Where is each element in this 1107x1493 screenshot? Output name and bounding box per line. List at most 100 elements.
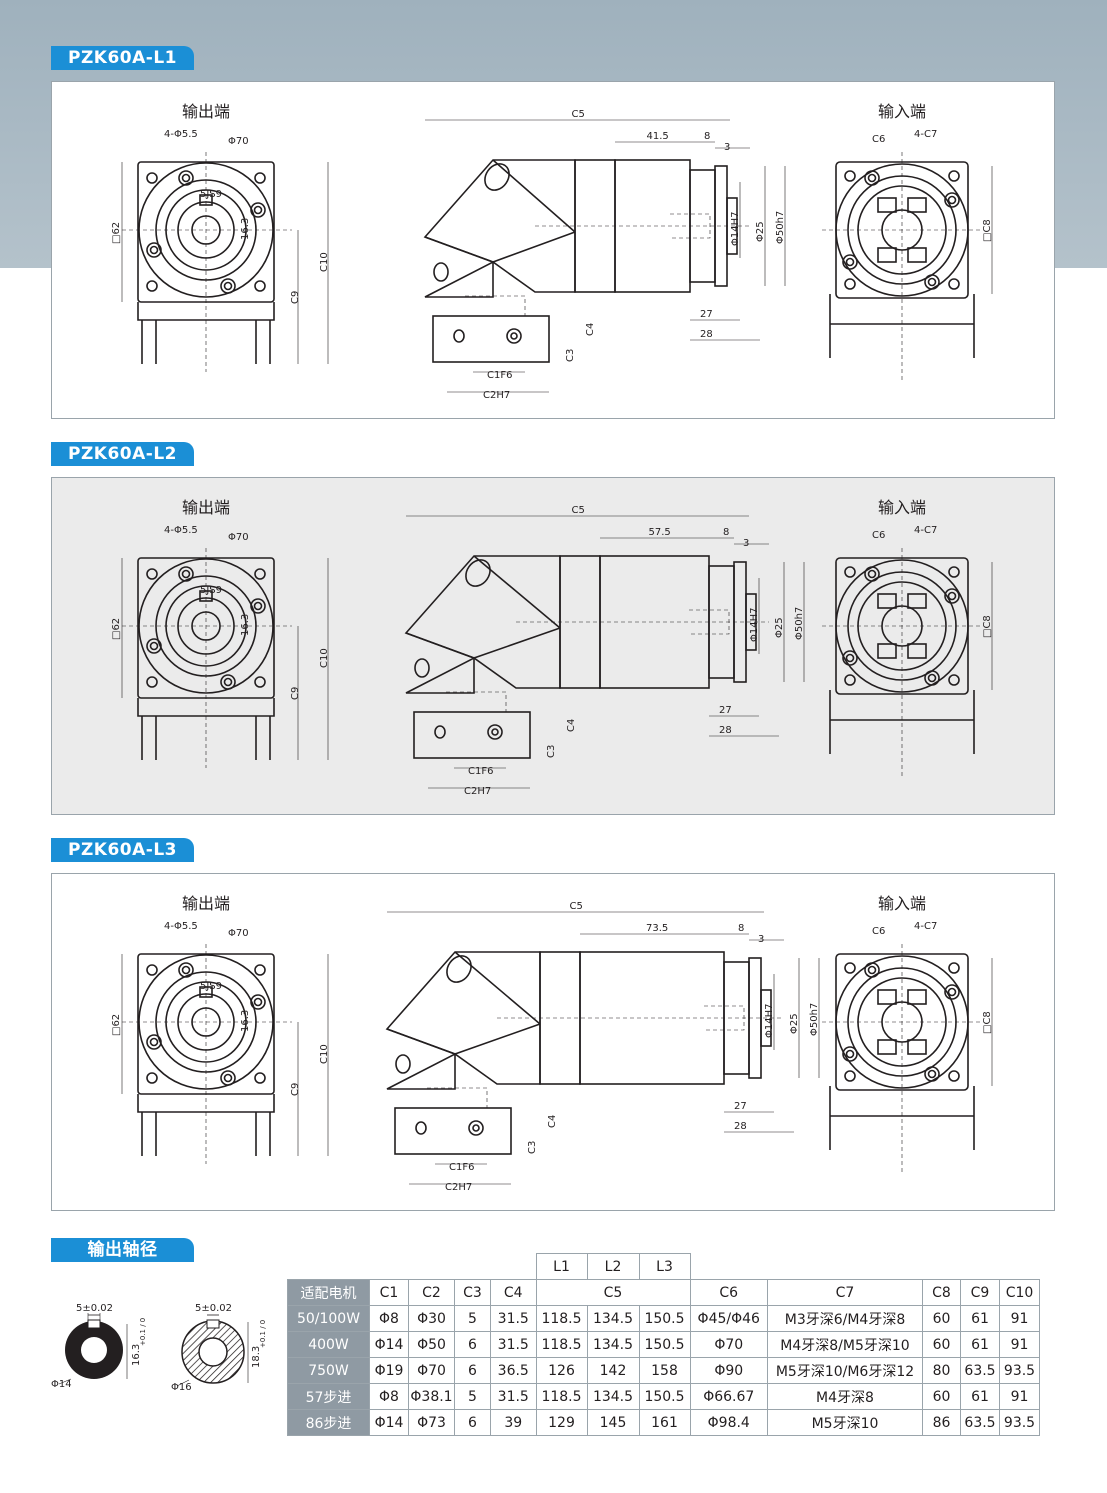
- dim-phi25: Φ25: [755, 221, 766, 242]
- table-cell: Φ14: [369, 1409, 409, 1436]
- dim-phi14: Φ14H7: [730, 212, 741, 246]
- dim-d28: 28: [719, 725, 732, 736]
- table-cell: 129: [535, 1409, 588, 1436]
- dim-phi14: Φ14H7: [764, 1004, 775, 1038]
- shaft-diagrams: 5±0.02 Φ14 16.3 +0.1 / 0 5±0.02 Φ16 18.3…: [51, 1303, 267, 1393]
- dim-holes: 4-Φ5.5: [164, 921, 198, 932]
- dim-c10: C10: [319, 1044, 330, 1064]
- spec-table-header-row: 适配电机 C1 C2 C3 C4 C5 C6 C7 C8 C9 C10: [287, 1279, 1040, 1306]
- header-motor: 适配电机: [287, 1279, 370, 1306]
- dim-d3: 3: [724, 142, 730, 153]
- header-c7: C7: [767, 1279, 923, 1306]
- table-cell: 86: [922, 1409, 961, 1436]
- header-c5: C5: [535, 1279, 691, 1306]
- table-cell: M4牙深8/M5牙深10: [767, 1331, 923, 1358]
- table-cell: 39: [490, 1409, 537, 1436]
- table-cell: 93.5: [999, 1357, 1040, 1384]
- table-cell: Φ38.1: [408, 1383, 455, 1410]
- table-cell: 145: [586, 1409, 640, 1436]
- dim-k163: 16.3: [240, 614, 251, 636]
- dim-c2: C2H7: [483, 390, 510, 401]
- table-cell: 63.5: [960, 1357, 1000, 1384]
- row-motor-label: 50/100W: [287, 1305, 370, 1332]
- header-c6: C6: [689, 1279, 768, 1306]
- dim-c8: □C8: [982, 1011, 993, 1034]
- table-cell: 118.5: [535, 1331, 588, 1358]
- table-cell: 118.5: [535, 1383, 588, 1410]
- output-end-title: 输出端: [182, 894, 231, 913]
- table-cell: 60: [922, 1331, 961, 1358]
- dim-c10: C10: [319, 648, 330, 668]
- spec-table: L1 L2 L3 适配电机 C1 C2 C3 C4 C5 C6 C7 C8 C9…: [287, 1253, 1040, 1436]
- dim-c5: C5: [570, 901, 583, 912]
- dim-c7: 4-C7: [914, 921, 937, 932]
- dim-c5: C5: [572, 505, 585, 516]
- table-cell: M5牙深10: [767, 1409, 923, 1436]
- table-cell: 31.5: [490, 1305, 537, 1332]
- table-cell: Φ8: [369, 1305, 409, 1332]
- dim-d3: 3: [743, 538, 749, 549]
- dim-c6: C6: [872, 530, 885, 541]
- dim-c3: C3: [565, 349, 576, 362]
- input-end-title: 输入端: [878, 498, 927, 517]
- table-cell: 91: [999, 1383, 1040, 1410]
- table-cell: 150.5: [638, 1331, 691, 1358]
- shaft-a-height: 16.3: [131, 1344, 142, 1366]
- dim-d3: 3: [758, 934, 764, 945]
- header-c10: C10: [999, 1279, 1040, 1306]
- header-c4: C4: [490, 1279, 537, 1306]
- dim-c2: C2H7: [445, 1182, 472, 1193]
- dim-d28: 28: [700, 329, 713, 340]
- shaft-b-dia: Φ16: [171, 1382, 192, 1393]
- dim-c8: □C8: [982, 219, 993, 242]
- table-cell: 36.5: [490, 1357, 537, 1384]
- table-cell: 6: [454, 1331, 491, 1358]
- dim-c10: C10: [319, 252, 330, 272]
- dim-k5: 5JS9: [200, 189, 222, 200]
- row-motor-label: 750W: [287, 1357, 370, 1384]
- table-cell: Φ98.4: [689, 1409, 768, 1436]
- section-label-2: PZK60A-L2: [51, 442, 194, 466]
- table-cell: M5牙深10/M6牙深12: [767, 1357, 923, 1384]
- dim-phi50: Φ50h7: [809, 1003, 820, 1036]
- dim-c4: C4: [547, 1115, 558, 1128]
- section-label-shaft: 输出轴径: [51, 1238, 194, 1262]
- table-cell: Φ73: [408, 1409, 455, 1436]
- dim-c9: C9: [290, 1083, 301, 1096]
- spec-table-l-header-row: L1 L2 L3: [287, 1253, 1040, 1280]
- dim-d27: 27: [719, 705, 732, 716]
- dim-d28: 28: [734, 1121, 747, 1132]
- table-cell: 134.5: [586, 1383, 640, 1410]
- dim-k5: 5JS9: [200, 981, 222, 992]
- input-end-title: 输入端: [878, 102, 927, 121]
- dim-d27: 27: [734, 1101, 747, 1112]
- table-cell: 150.5: [638, 1383, 691, 1410]
- table-cell: 158: [638, 1357, 691, 1384]
- dim-d8: 8: [704, 131, 710, 142]
- row-motor-label: 57步进: [287, 1383, 370, 1410]
- table-cell: 6: [454, 1357, 491, 1384]
- table-cell: 93.5: [999, 1409, 1040, 1436]
- table-cell: Φ66.67: [689, 1383, 768, 1410]
- header-l2: L2: [586, 1253, 640, 1280]
- table-cell: 61: [960, 1305, 1000, 1332]
- shaft-b-height-tol: +0.1 / 0: [259, 1320, 267, 1348]
- header-l3: L3: [638, 1253, 691, 1280]
- table-cell: 134.5: [586, 1331, 640, 1358]
- dim-c2: C2H7: [464, 786, 491, 797]
- table-cell: 91: [999, 1331, 1040, 1358]
- dim-c7: 4-C7: [914, 525, 937, 536]
- output-end-title: 输出端: [182, 498, 231, 517]
- dim-phi25: Φ25: [789, 1013, 800, 1034]
- dim-k5: 5JS9: [200, 585, 222, 596]
- dim-c8: □C8: [982, 615, 993, 638]
- dim-c6: C6: [872, 134, 885, 145]
